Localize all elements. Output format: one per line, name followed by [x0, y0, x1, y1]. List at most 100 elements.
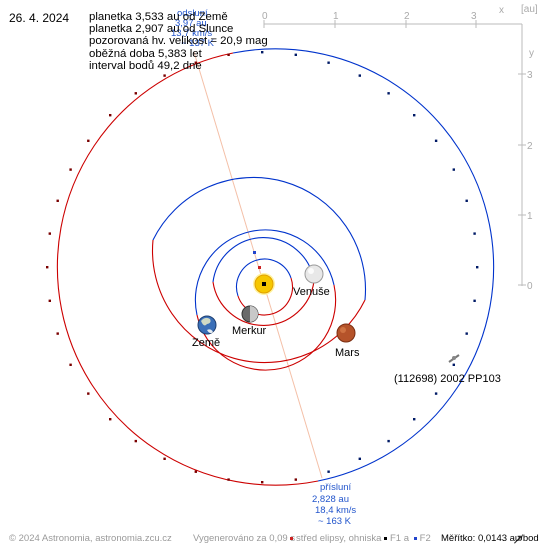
- ellipse-center-marker: [253, 251, 256, 254]
- orbit-point: [413, 114, 416, 117]
- generated-text: Vygenerováno za 0,09 s: [193, 533, 296, 544]
- copyright-text: © 2024 Astronomia, astronomia.zcu.cz: [9, 533, 172, 544]
- orbit-point: [434, 139, 438, 142]
- orbit-point: [452, 363, 455, 366]
- x-tick-0: 0: [262, 11, 268, 22]
- orbit-point: [473, 299, 476, 302]
- mercury-planet: [241, 305, 259, 323]
- info-line: planetka 3,533 au od Země: [89, 11, 228, 23]
- orbit-point: [476, 266, 479, 269]
- focus-marker: [258, 266, 261, 269]
- svg-text:3,97 au: 3,97 au: [175, 18, 207, 29]
- earth-planet: [197, 315, 217, 335]
- earth-label: Země: [192, 337, 220, 349]
- orbit-point: [109, 418, 112, 421]
- mars-label: Mars: [335, 347, 360, 359]
- y-tick-1: 1: [527, 211, 533, 222]
- orbit-point: [387, 92, 390, 95]
- mars-orbit: [151, 176, 367, 364]
- orbit-point: [134, 439, 137, 443]
- orbit-point: [56, 332, 59, 335]
- orbit-point: [227, 53, 230, 56]
- mars-planet: [336, 323, 356, 343]
- orbit-point: [48, 232, 51, 235]
- info-panel: planetka 3,533 au od Země planetka 2,907…: [89, 11, 268, 72]
- venus-planet: [304, 264, 324, 284]
- orbit-point: [163, 457, 166, 460]
- corner-arrow-icon: ↗: [512, 531, 524, 547]
- orbit-point: [327, 61, 330, 64]
- asteroid-orbit-points: [46, 51, 479, 484]
- orbit-point: [358, 74, 361, 77]
- mercury-label: Merkur: [232, 325, 267, 337]
- asteroid-label: (112698) 2002 PP103: [394, 373, 501, 385]
- x-tick-2: 2: [404, 11, 410, 22]
- blue-square-icon: [413, 536, 417, 540]
- apsidal-line: [193, 51, 323, 479]
- x-axis-letter: x: [499, 5, 504, 16]
- legend-center: střed elipsy, ohniska: [290, 533, 381, 544]
- orbit-point: [69, 168, 72, 171]
- svg-text:~ 163 K: ~ 163 K: [318, 516, 352, 527]
- orbit-point: [227, 478, 230, 481]
- svg-text:~ 137 K: ~ 137 K: [181, 38, 215, 49]
- info-line: oběžná doba 5,383 let: [89, 47, 202, 60]
- orbit-point: [48, 299, 51, 302]
- orbit-point: [87, 392, 90, 395]
- info-line: planetka 2,907 au od Slunce: [89, 23, 234, 36]
- orbit-point: [261, 51, 264, 54]
- orbit-point: [261, 481, 264, 484]
- y-tick-3: 3: [527, 70, 533, 81]
- orbit-point: [327, 470, 330, 473]
- legend-foci: F1 a F2: [384, 533, 431, 544]
- x-tick-1: 1: [333, 11, 339, 22]
- black-square-icon: [384, 536, 387, 540]
- info-line: pozorovaná hv. velikost = 20,9 mag: [89, 35, 268, 48]
- orbit-point: [194, 470, 197, 473]
- svg-text:přísluní: přísluní: [320, 482, 352, 493]
- axis-frame: [263, 20, 526, 286]
- svg-text:18,4 km/s: 18,4 km/s: [315, 505, 356, 516]
- orbit-point: [413, 418, 416, 421]
- orbit-point: [87, 139, 90, 142]
- orbit-point: [473, 232, 476, 235]
- aphelion-label: odsluní 3,97 au 13,7 km/s ~ 137 K: [171, 8, 215, 49]
- orbit-point: [358, 457, 361, 460]
- svg-text:2,828 au: 2,828 au: [312, 494, 349, 505]
- earth-orbit: [194, 229, 337, 371]
- axis-unit: [au]: [521, 4, 538, 15]
- orbit-point: [69, 363, 72, 366]
- y-tick-2: 2: [527, 141, 533, 152]
- info-line: interval bodů 49,2 dne: [89, 59, 202, 72]
- orbit-point: [294, 53, 297, 56]
- orbit-point: [56, 199, 59, 202]
- scale-text: Měřítko: 0,0143 au/bod: [441, 533, 539, 544]
- venus-orbit: [212, 237, 315, 326]
- svg-text:odsluní: odsluní: [177, 8, 208, 19]
- orbit-point: [434, 392, 438, 395]
- date-label: 26. 4. 2024: [9, 11, 70, 25]
- orbit-point: [109, 114, 112, 117]
- perihelion-label: přísluní 2,828 au 18,4 km/s ~ 163 K: [312, 482, 356, 527]
- svg-text:13,7 km/s: 13,7 km/s: [171, 28, 212, 39]
- orbit-point: [387, 439, 390, 443]
- orbit-point: [465, 199, 468, 202]
- asteroid-orbit: [56, 48, 495, 486]
- orbit-point: [465, 332, 468, 335]
- red-square-icon: [290, 536, 293, 540]
- venus-label: Venuše: [293, 286, 330, 298]
- orbit-point: [194, 61, 197, 64]
- sun-icon: [253, 273, 275, 295]
- orbit-point: [163, 74, 166, 77]
- y-axis-letter: y: [529, 48, 534, 59]
- y-tick-0: 0: [527, 281, 533, 292]
- x-tick-3: 3: [471, 11, 477, 22]
- orbit-point: [134, 92, 137, 95]
- orbit-point: [294, 478, 297, 481]
- orbit-point: [46, 266, 49, 269]
- mercury-orbit: [235, 258, 294, 316]
- orbit-point: [452, 168, 455, 171]
- asteroid-marker: [448, 354, 460, 363]
